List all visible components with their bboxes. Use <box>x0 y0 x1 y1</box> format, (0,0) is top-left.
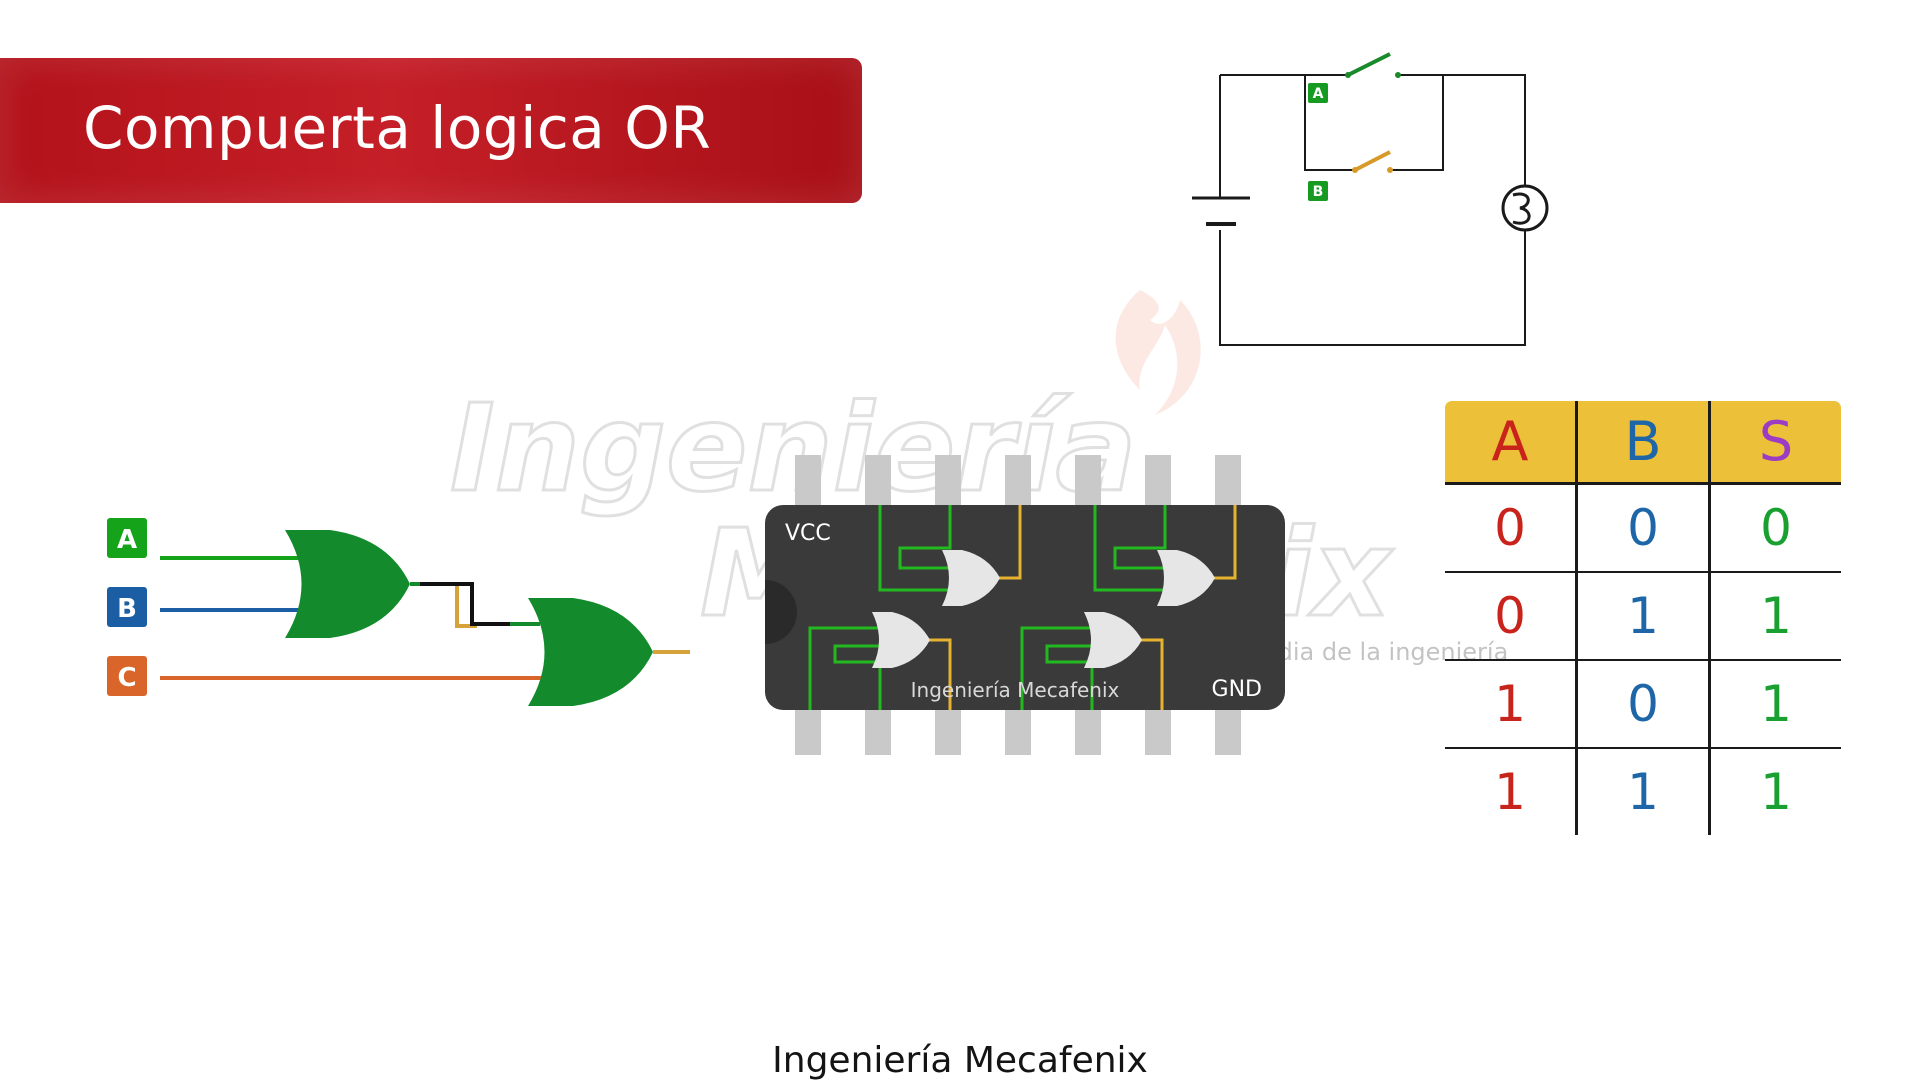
cell-a: 0 <box>1445 483 1578 573</box>
circuit-wire-outer <box>1219 74 1526 346</box>
truth-table: A B S 0 0 0 0 1 1 1 0 1 1 1 1 <box>1442 398 1844 838</box>
ic-chip: VCC GND Ingeniería Mecafenix <box>765 455 1285 755</box>
switch-b: B <box>1308 150 1393 201</box>
cell-s: 1 <box>1760 763 1792 821</box>
table-header-row: A B S <box>1445 401 1841 485</box>
wire-gate1-to-gate2 <box>420 582 477 628</box>
chip-gate-4-icon <box>1084 612 1142 668</box>
input-label-a: A <box>117 525 137 555</box>
chip-gate-1-icon <box>942 550 1000 606</box>
page-title: Compuerta logica OR <box>83 94 712 162</box>
cell-b: 1 <box>1576 748 1711 835</box>
cell-s: 0 <box>1709 483 1841 573</box>
cell-a: 0 <box>1445 572 1578 661</box>
or-gate-diagram: A B C <box>107 518 690 706</box>
cell-b: 0 <box>1576 660 1711 749</box>
flame-logo-icon <box>1115 290 1201 415</box>
table-row: 1 0 1 <box>1445 660 1841 749</box>
title-banner: Compuerta logica OR <box>0 58 862 203</box>
header-s: S <box>1709 401 1841 485</box>
table-row: 0 1 1 <box>1445 572 1841 661</box>
cell-s: 1 <box>1709 572 1841 661</box>
cell-b: 1 <box>1576 572 1711 661</box>
cell-b: 0 <box>1576 483 1711 573</box>
chip-gate-2-icon <box>1157 550 1215 606</box>
input-label-b: B <box>117 594 137 624</box>
cell-s: 1 <box>1709 660 1841 749</box>
chip-gate-3-icon <box>872 612 930 668</box>
switch-a-label: A <box>1313 86 1324 102</box>
header-b: B <box>1576 401 1711 485</box>
footer-credit: Ingeniería Mecafenix <box>772 1040 1148 1081</box>
table-row: 0 0 0 <box>1445 483 1841 573</box>
table-row: 1 1 1 <box>1445 748 1841 835</box>
chip-brand-text: Ingeniería Mecafenix <box>911 678 1120 702</box>
chip-notch <box>765 580 797 644</box>
chip-vcc-label: VCC <box>785 521 831 546</box>
switch-circuit: A B <box>1192 52 1549 346</box>
input-label-c: C <box>117 663 136 693</box>
header-a: A <box>1445 401 1578 485</box>
circuit-wire-parallel <box>1290 74 1444 171</box>
battery-icon <box>1192 196 1250 226</box>
cell-a: 1 <box>1445 748 1578 835</box>
chip-gnd-label: GND <box>1212 677 1262 702</box>
lamp-icon <box>1501 184 1549 232</box>
or-gate-2-icon <box>528 598 653 706</box>
or-gate-1-icon <box>285 530 410 638</box>
switch-a: A <box>1308 52 1401 103</box>
switch-b-label: B <box>1313 184 1324 200</box>
cell-a: 1 <box>1445 660 1578 749</box>
